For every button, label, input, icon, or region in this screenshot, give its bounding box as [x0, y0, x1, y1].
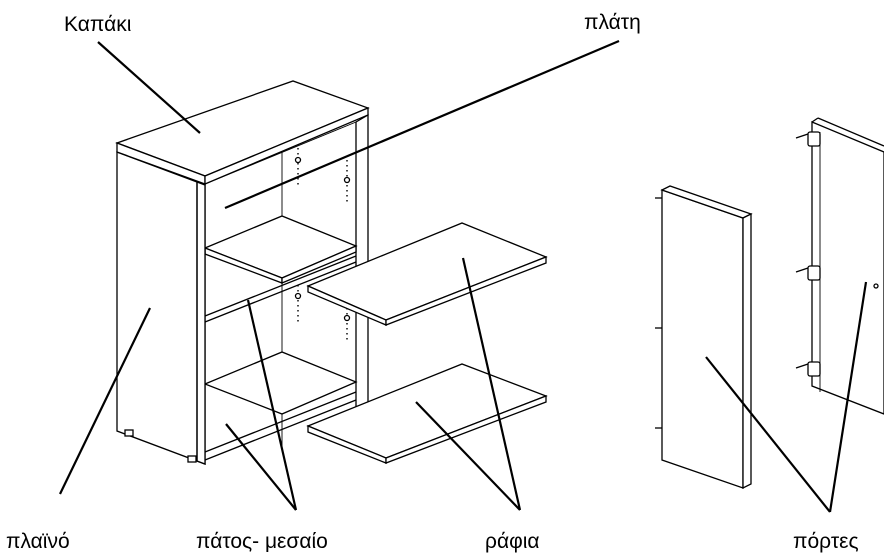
cabinet-left-side-panel — [116, 151, 206, 465]
label-bottom-middle: πάτος- μεσαίο — [196, 530, 328, 553]
leader-side — [59, 307, 151, 495]
label-back: πλάτη — [584, 11, 641, 34]
label-doors: πόρτες — [793, 530, 859, 553]
cabinet — [115, 80, 370, 465]
leader-shelves-1 — [461, 257, 522, 511]
cabinet-bottom-panel — [203, 351, 358, 415]
door-hinges — [795, 131, 821, 377]
door-left — [655, 185, 753, 490]
leader-top — [97, 41, 201, 134]
label-side: πλαϊνό — [6, 530, 70, 553]
label-top: Καπάκι — [64, 13, 132, 36]
leader-doors-2 — [828, 281, 868, 513]
leader-bottom-1 — [246, 299, 298, 511]
leader-shelves-2 — [415, 401, 521, 511]
leader-bottom-2 — [225, 423, 297, 511]
leader-lines — [59, 39, 868, 513]
cabinet-middle-shelf — [203, 215, 358, 279]
loose-shelves — [306, 222, 548, 464]
door-right — [795, 117, 884, 415]
shelf-pin-holes — [294, 148, 351, 343]
label-shelves: ράφια — [485, 530, 540, 553]
leader-doors-1 — [705, 356, 831, 513]
leader-back — [224, 39, 620, 210]
